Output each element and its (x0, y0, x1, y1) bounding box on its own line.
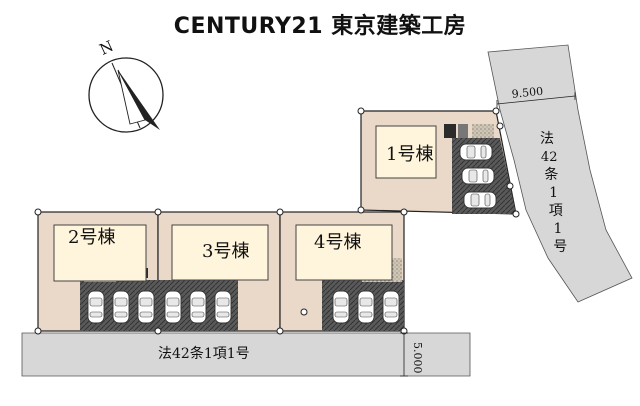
dimension-lines (400, 92, 576, 377)
east-road-label-char: 法 (540, 131, 554, 147)
south-road (21, 332, 471, 377)
house-4-label: 4号棟 (314, 232, 361, 253)
east-road (487, 44, 633, 303)
house-1-footprint (375, 125, 437, 179)
east-road-width: 9.500 (511, 85, 544, 101)
east-road-label: 法 42条 1 項 1 号 (540, 131, 567, 255)
boundary-markers (34, 107, 520, 335)
north-label: N (97, 37, 117, 59)
house-3-label: 3号棟 (202, 241, 249, 262)
house-labels: 1号棟 2号棟 3号棟 4号棟 (68, 144, 433, 262)
compass: N (88, 37, 164, 133)
house-4-footprint (295, 224, 393, 281)
house-2-label: 2号棟 (68, 227, 115, 248)
east-road-label-char: 1 (549, 185, 558, 201)
house-3-footprint (171, 224, 269, 281)
south-road-width: 5.000 (411, 342, 424, 374)
east-road-label-char: 号 (553, 239, 567, 255)
house-2-footprint (53, 224, 147, 282)
east-road-label-char: 項 (549, 203, 563, 219)
east-road-label-char: 条 (544, 166, 558, 183)
north-arrow-icon (118, 70, 160, 130)
east-road-label-char: 42 (541, 150, 558, 165)
houses (53, 125, 437, 282)
page-title: CENTURY21 東京建築工房 (173, 14, 467, 39)
east-road-label-char: 1 (554, 221, 563, 237)
house-1-label: 1号棟 (386, 144, 433, 165)
south-road-label: 法42条1項1号 (158, 345, 250, 362)
